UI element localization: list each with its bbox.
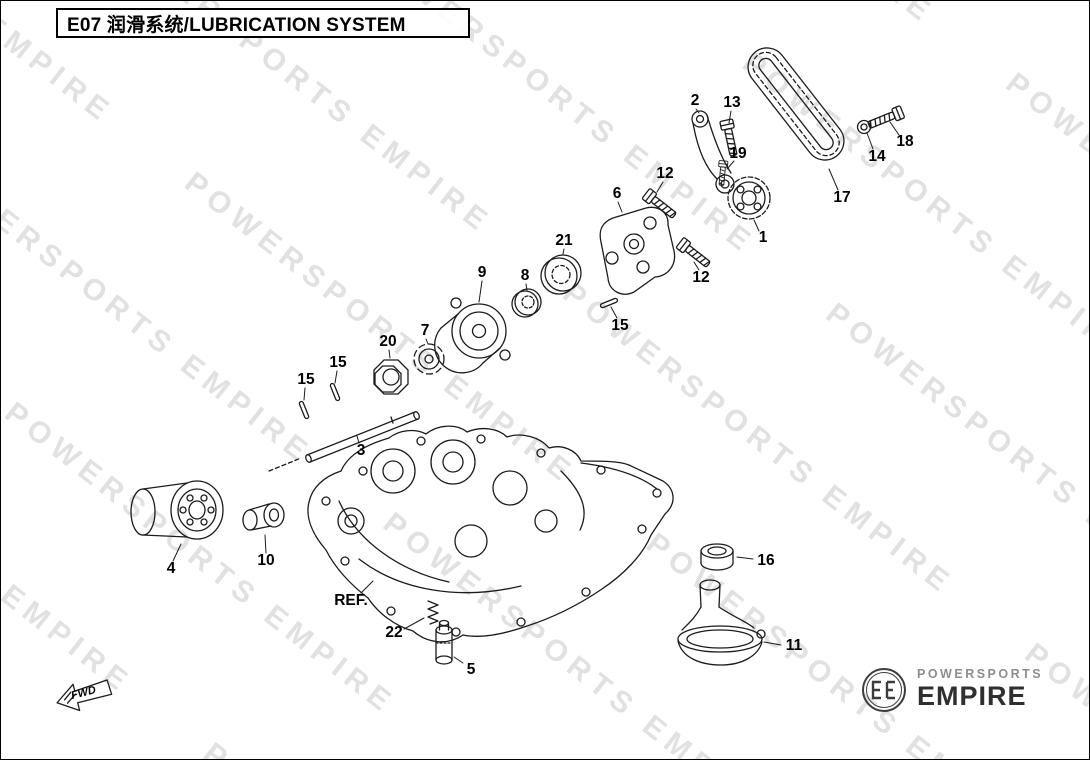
part-callout-18: 18 [896, 133, 914, 150]
oil-fitting-10 [242, 502, 285, 531]
logo-text: POWERSPORTS EMPIRE [917, 668, 1043, 711]
part-callout-19: 19 [729, 145, 747, 162]
part-callout-1: 1 [758, 229, 768, 246]
oil-pump-plate [599, 206, 676, 295]
chain-guide-arm [691, 110, 735, 194]
inner-rotor-8 [511, 288, 542, 318]
oil-strainer [677, 579, 766, 666]
pump-sprocket [727, 176, 771, 220]
part-callout-10: 10 [257, 552, 275, 569]
leader-lines [172, 108, 900, 664]
bolt-18 [865, 104, 906, 132]
outer-rotor-21 [540, 254, 582, 295]
crankcase-ref [307, 425, 674, 643]
part-callout-11: 11 [785, 637, 803, 654]
part-callout-3: 3 [356, 442, 366, 459]
part-callout-12: 12 [692, 269, 710, 286]
bolt-12-upper [641, 187, 679, 222]
oil-pump-body [434, 297, 511, 374]
bolt-12-lower [675, 236, 713, 271]
part-callout-4: 4 [166, 560, 176, 577]
logo-line1: POWERSPORTS [917, 667, 1044, 682]
washer-14 [856, 119, 872, 135]
part-callout-21: 21 [555, 232, 573, 249]
inner-rotor-7 [413, 343, 445, 375]
fwd-arrow [56, 679, 113, 712]
part-callout-20: 20 [379, 333, 397, 350]
part-callout-6: 6 [612, 185, 622, 202]
dowel-pin-15c [298, 400, 310, 420]
part-callout-9: 9 [477, 264, 487, 281]
logo-icon [862, 668, 906, 712]
ref-label: REF. [334, 592, 368, 609]
part-callout-13: 13 [723, 94, 741, 111]
part-callout-15: 15 [297, 371, 315, 388]
spring-22 [427, 600, 439, 625]
seal-16 [700, 543, 734, 571]
part-callout-7: 7 [420, 322, 430, 339]
oil-filter [130, 480, 224, 540]
relief-valve [435, 619, 453, 665]
part-callout-2: 2 [690, 92, 700, 109]
part-callout-15: 15 [611, 317, 629, 334]
outer-rotor-20 [373, 359, 409, 395]
timing-chain [747, 47, 845, 161]
page-title: E07 润滑系统/LUBRICATION SYSTEM [67, 14, 406, 36]
brand-logo: POWERSPORTS EMPIRE [861, 667, 1043, 713]
part-callout-12: 12 [656, 165, 674, 182]
part-callout-5: 5 [466, 661, 476, 678]
dowel-pin-15a [599, 297, 619, 309]
title-box: E07 润滑系统/LUBRICATION SYSTEM [56, 8, 470, 38]
axis-line [268, 457, 302, 472]
part-callout-15: 15 [329, 354, 347, 371]
pump-shaft [305, 411, 420, 463]
part-callout-16: 16 [757, 552, 775, 569]
part-callout-8: 8 [520, 267, 530, 284]
part-callout-17: 17 [833, 189, 851, 206]
part-callout-14: 14 [868, 148, 886, 165]
part-callout-22: 22 [385, 624, 403, 641]
logo-line2: EMPIRE [917, 681, 1027, 712]
dowel-pin-15b [329, 382, 341, 402]
bolt-19 [716, 160, 729, 187]
